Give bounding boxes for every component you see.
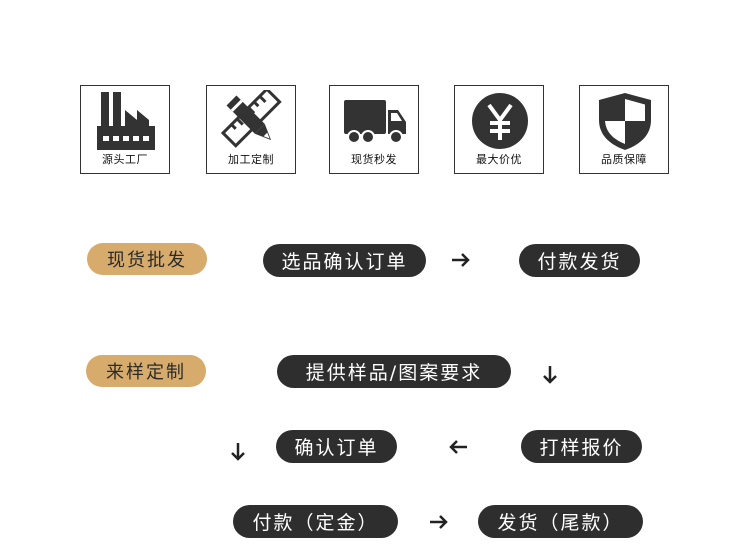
step-confirm-order: 确认订单: [276, 430, 397, 463]
feature-source-factory: 源头工厂: [80, 85, 170, 174]
flow-stock-title: 现货批发: [87, 243, 207, 275]
step-provide-samples: 提供样品/图案要求: [277, 355, 511, 388]
feature-custom-processing: 加工定制: [206, 85, 296, 174]
feature-label: 加工定制: [228, 153, 274, 166]
step-pay-deposit: 付款（定金）: [233, 505, 398, 538]
feature-label: 现货秒发: [351, 153, 397, 166]
yen-coin-icon: [472, 93, 528, 149]
step-select-confirm-order: 选品确认订单: [263, 244, 426, 277]
shield-icon: [599, 93, 651, 150]
feature-label: 最大价优: [476, 153, 522, 166]
truck-icon: [344, 100, 406, 144]
step-pay-ship: 付款发货: [519, 244, 640, 277]
step-sample-quote: 打样报价: [521, 430, 642, 463]
feature-label: 源头工厂: [102, 153, 148, 166]
feature-best-price: 最大价优: [454, 85, 544, 174]
pencil-ruler-icon: [221, 90, 282, 148]
feature-label: 品质保障: [601, 153, 647, 166]
feature-quality-assurance: 品质保障: [579, 85, 669, 174]
feature-stock-fast-ship: 现货秒发: [329, 85, 419, 174]
factory-icon: [97, 92, 155, 150]
arrow-left-icon: [449, 440, 467, 454]
arrow-right-icon: [452, 253, 470, 267]
flow-custom-title: 来样定制: [86, 355, 206, 387]
arrow-right-icon: [430, 515, 448, 529]
arrow-down-icon: [231, 443, 245, 461]
step-ship-final-payment: 发货（尾款）: [478, 505, 643, 538]
arrow-down-icon: [543, 366, 557, 384]
